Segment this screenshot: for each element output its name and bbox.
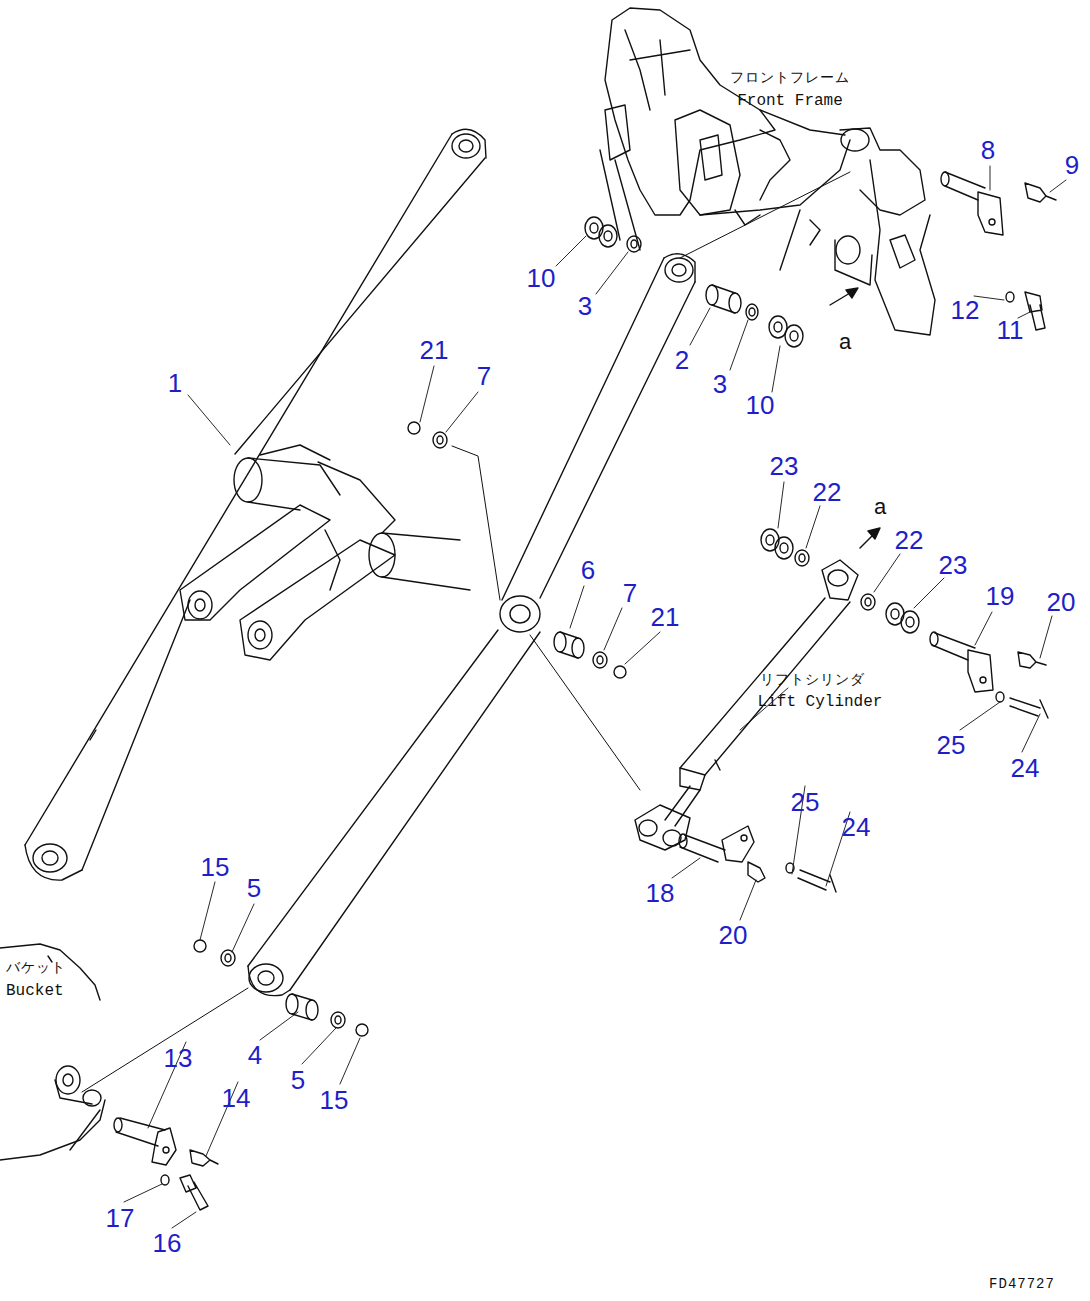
part-name: リフトシリンダ xyxy=(760,672,865,687)
callout-number: 25 xyxy=(791,788,820,817)
callout-number: 1 xyxy=(168,369,182,398)
part-name: Front Frame xyxy=(737,93,843,111)
callout-number: 15 xyxy=(201,853,230,882)
callout-number: 11 xyxy=(997,316,1024,345)
callout-number: 4 xyxy=(248,1041,262,1070)
callout-number: 22 xyxy=(813,478,842,507)
bucket-pin-parts xyxy=(0,940,368,1210)
callout-number: 5 xyxy=(291,1066,305,1095)
part-name: Bucket xyxy=(6,983,64,1001)
callout-number: 23 xyxy=(939,551,968,580)
callout-number: 13 xyxy=(164,1044,193,1073)
callout-number: 3 xyxy=(578,292,592,321)
callout-number: 7 xyxy=(477,362,491,391)
callout-number: 19 xyxy=(986,582,1015,611)
callout-number: 17 xyxy=(106,1204,135,1233)
lift-cylinder xyxy=(635,528,1048,892)
callout-number: 14 xyxy=(222,1084,251,1113)
callout-number: 16 xyxy=(153,1229,182,1258)
part-name: Lift Cylinder xyxy=(758,694,883,712)
leader-lines xyxy=(124,166,1066,1228)
callout-number: 10 xyxy=(527,264,556,293)
callout-number: 21 xyxy=(420,336,449,365)
boom xyxy=(25,129,695,995)
callout-number: 9 xyxy=(1065,151,1079,180)
boom-top-pin-parts xyxy=(585,172,1056,347)
callout-number: 20 xyxy=(1047,588,1076,617)
callout-number: 5 xyxy=(247,874,261,903)
callout-number: 3 xyxy=(713,370,727,399)
boom-middle-pin-parts xyxy=(408,422,640,790)
part-name: フロントフレーム xyxy=(730,70,850,85)
callout-number: 10 xyxy=(746,391,775,420)
callout-number: 2 xyxy=(675,346,689,375)
callout-number: 25 xyxy=(937,731,966,760)
callout-number: 22 xyxy=(895,526,924,555)
callout-number: 6 xyxy=(581,556,595,585)
callout-number: 24 xyxy=(1011,754,1040,783)
view-reference: a xyxy=(874,495,886,519)
view-reference: a xyxy=(839,330,851,354)
callout-number: 21 xyxy=(651,603,680,632)
drawing-code: FD47727 xyxy=(989,1277,1055,1292)
callout-number: 24 xyxy=(842,813,871,842)
part-name: バケット xyxy=(6,960,66,975)
callout-number: 23 xyxy=(770,452,799,481)
callout-number: 20 xyxy=(719,921,748,950)
callout-number: 15 xyxy=(320,1086,349,1115)
callout-number: 8 xyxy=(981,136,995,165)
callout-number: 12 xyxy=(951,296,980,325)
callout-number: 18 xyxy=(646,879,675,908)
callout-number: 7 xyxy=(623,579,637,608)
